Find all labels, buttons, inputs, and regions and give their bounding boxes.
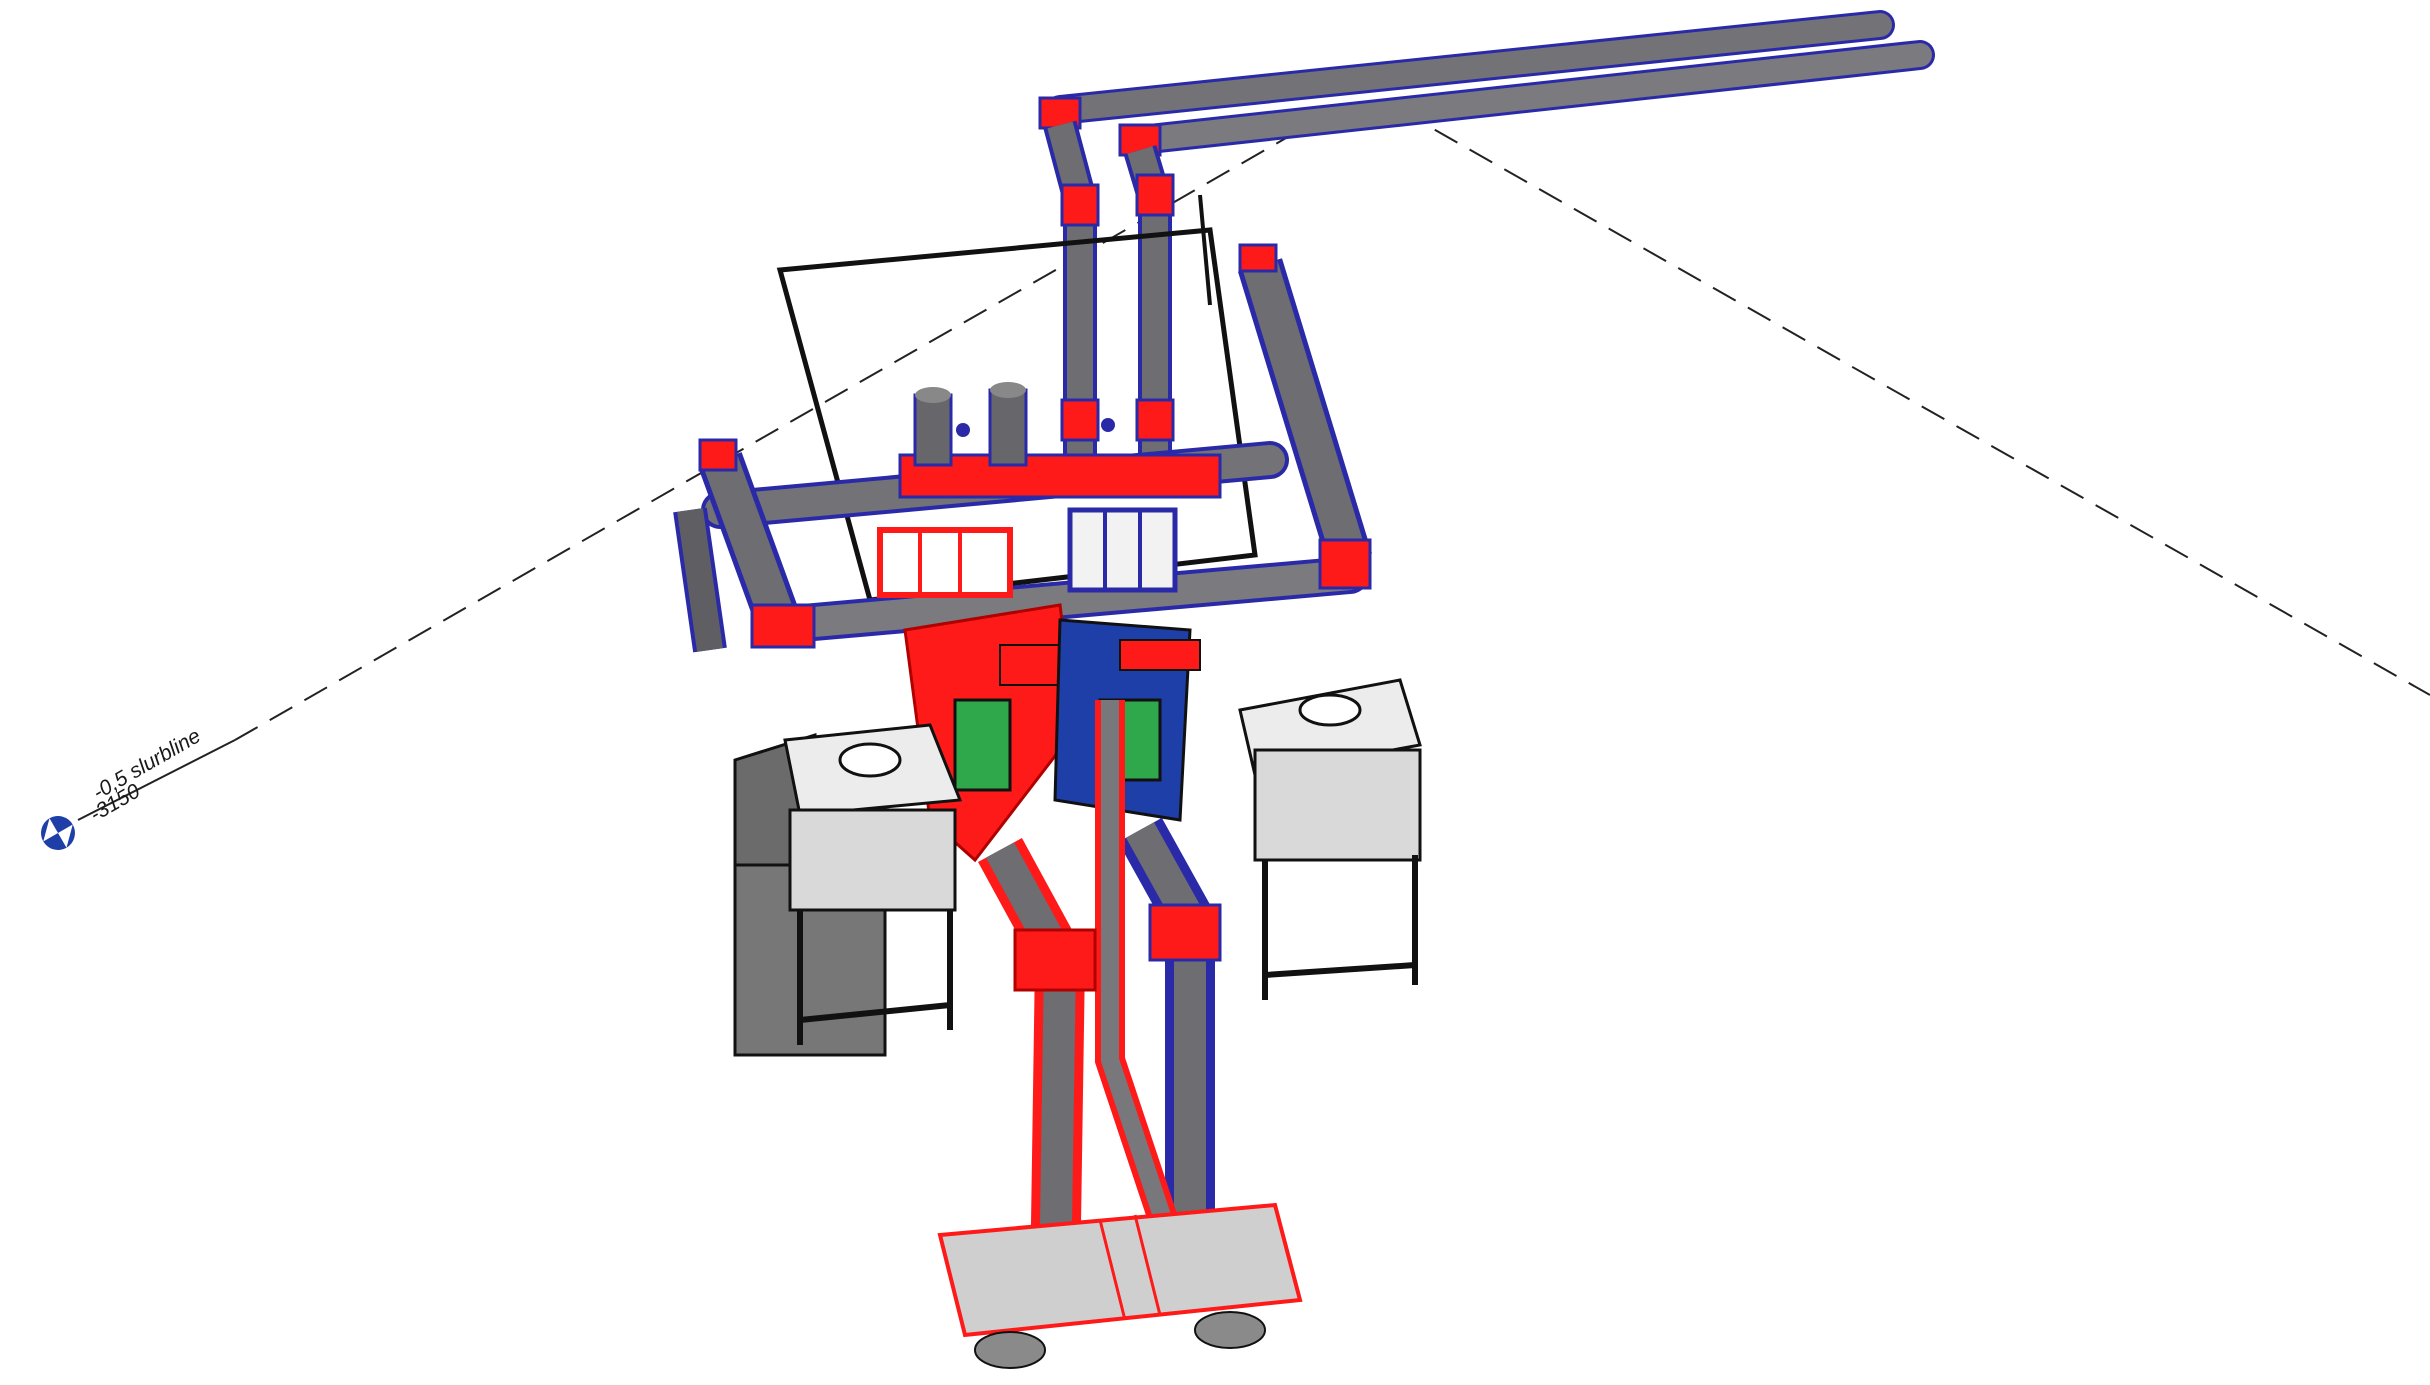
level-head-icon[interactable] <box>35 810 81 856</box>
manifold-gauge-2[interactable] <box>1101 418 1115 432</box>
base-foot-right[interactable] <box>1194 1311 1266 1349</box>
manifold-pipe[interactable] <box>898 453 1222 499</box>
riser-valve-left-2[interactable] <box>1060 398 1100 442</box>
ring-flange-right[interactable] <box>1238 243 1278 273</box>
foundation-plate[interactable] <box>937 1202 1303 1369</box>
control-panel-right[interactable] <box>1067 507 1178 593</box>
level-leader <box>77 739 236 821</box>
base-foot-left[interactable] <box>974 1331 1046 1369</box>
riser-valve-left[interactable] <box>1060 183 1100 227</box>
booster-manifold[interactable] <box>898 382 1222 499</box>
tank-right[interactable] <box>1238 678 1422 1000</box>
top-main-pipes[interactable] <box>1038 10 1935 157</box>
tank-left[interactable] <box>733 723 963 1057</box>
suction-pipes[interactable] <box>978 700 1222 1291</box>
booster-pump-2[interactable] <box>988 382 1028 467</box>
level-line-right <box>1399 109 2430 696</box>
suction-elbow-left[interactable] <box>1013 928 1097 992</box>
vertical-risers[interactable] <box>1043 120 1175 470</box>
pump-flange-right[interactable] <box>1119 639 1201 671</box>
tank-left-lid[interactable] <box>838 742 902 778</box>
tank-right-lid[interactable] <box>1298 693 1362 727</box>
ring-flange-left[interactable] <box>698 438 738 472</box>
level-marker[interactable]: -0,5 slurbline -3150 <box>35 724 236 856</box>
pump-motor-left[interactable] <box>953 698 1012 792</box>
ring-elbow-front-left[interactable] <box>750 603 816 649</box>
control-panels[interactable] <box>877 507 1178 598</box>
control-panel-left[interactable] <box>877 527 1013 598</box>
suction-elbow-right[interactable] <box>1148 903 1222 962</box>
riser-valve-right-2[interactable] <box>1135 398 1175 442</box>
ring-elbow-front-right[interactable] <box>1318 538 1372 590</box>
level-line-left <box>234 129 1301 741</box>
riser-valve-right[interactable] <box>1135 173 1175 217</box>
level-reference-lines <box>234 109 2430 741</box>
manifold-gauge-1[interactable] <box>956 423 970 437</box>
booster-pump-1[interactable] <box>913 387 953 467</box>
